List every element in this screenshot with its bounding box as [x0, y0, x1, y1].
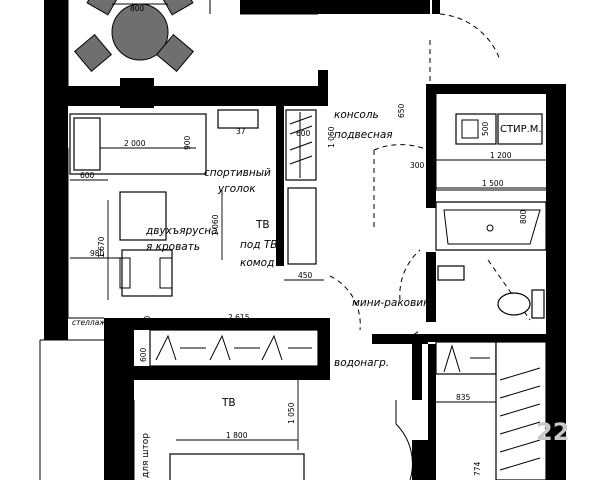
- dim-1050: 1 050: [287, 402, 296, 424]
- wall-living-top-left: [44, 86, 120, 106]
- chair-2: [155, 33, 195, 73]
- washer-label-box: [497, 113, 543, 145]
- dim-600a: 600: [296, 129, 311, 138]
- bedroom-lower: 1 050 1 800: [169, 380, 305, 480]
- watermark: 22: [536, 418, 569, 446]
- bed-lower: [169, 453, 305, 480]
- dim-450: 450: [298, 271, 313, 280]
- doors: [329, 13, 531, 480]
- dim-1060b: 1 060: [327, 126, 336, 148]
- walls: [44, 0, 566, 480]
- chair-1: [73, 33, 113, 73]
- label-sport-2: уголок: [217, 183, 256, 195]
- label-console-2: подвесная: [334, 129, 393, 141]
- label-sport: спортивный: [204, 167, 271, 179]
- label-tv-2: ТВ: [221, 397, 236, 409]
- washer-label: СТИР.М.: [500, 124, 542, 135]
- chair-4: [162, 0, 194, 16]
- toilet-bowl: [497, 292, 531, 316]
- washer: [455, 113, 497, 145]
- label-heater: водонагр.: [334, 357, 389, 369]
- bed: 2 000 900 37: [69, 109, 259, 175]
- wall-hall-bottom: [372, 334, 428, 344]
- wall-bath-left: [426, 252, 436, 322]
- dim-800b: 800: [519, 209, 528, 224]
- chair-top: [119, 191, 167, 241]
- closet-top-box: [285, 109, 317, 181]
- tv-dresser: [287, 187, 317, 265]
- dim-300: 300: [410, 161, 425, 170]
- dim-2000: 2 000: [124, 139, 146, 148]
- labels: консоль подвесная спортивный уголок двух…: [72, 109, 436, 478]
- dim-2615: 2 615: [228, 313, 250, 322]
- wall-right-room-left: [426, 88, 436, 208]
- wall-middle-right: [318, 318, 330, 380]
- bathtub: [435, 201, 547, 251]
- dim-774: 774: [473, 461, 482, 476]
- wall-top-right-cap: [432, 0, 440, 14]
- label-tv-under: под ТВ -: [240, 239, 285, 251]
- mini-sink: [437, 265, 465, 281]
- kids-area: 1 670 600 980 1 060 450: [70, 171, 324, 300]
- wall-top-right-stub: [240, 0, 430, 14]
- dim-800: 800: [130, 4, 145, 13]
- label-dresser: комод: [240, 257, 274, 269]
- dim-1500: 1 500: [482, 179, 504, 188]
- label-shelf: стеллаж для книг: [72, 318, 144, 327]
- wall-right-room-top: [426, 84, 556, 94]
- dim-1060: 1 060: [211, 214, 220, 236]
- nightstand: [217, 109, 259, 129]
- wall-closet2-left: [428, 344, 436, 480]
- label-curtains: для штор: [141, 433, 151, 478]
- dim-600b: 600: [80, 171, 95, 180]
- dim-1670: 1 670: [97, 236, 106, 258]
- dim-37: 37: [236, 127, 246, 136]
- dim-1800: 1 800: [226, 431, 248, 440]
- outlines: [39, 0, 546, 480]
- wall-living-top-right: [154, 86, 320, 106]
- wall-right-outer: [546, 84, 566, 374]
- dim-500: 500: [481, 121, 490, 136]
- wall-closet-left: [276, 106, 284, 266]
- wall-middle-horizontal: [104, 318, 330, 330]
- wall-door-post: [412, 440, 428, 480]
- dim-900: 900: [183, 135, 192, 150]
- label-bunk: двухъярусна: [145, 225, 218, 237]
- closet-right-tall: [495, 341, 547, 480]
- label-bunk-2: я кровать: [146, 241, 200, 253]
- wall-left-lower: [104, 378, 134, 480]
- wall-left-outer: [44, 88, 68, 340]
- dim-600c: 600: [139, 347, 148, 362]
- toilet-tank: [531, 289, 545, 319]
- label-tv-1: ТВ: [255, 219, 270, 231]
- bathroom: СТИР.М. 500 1 200 1 500 300 650 800: [397, 103, 547, 319]
- wall-closet2-top: [428, 334, 548, 342]
- wall-living-top-mid: [120, 78, 154, 108]
- bed-pillow: [73, 117, 101, 171]
- wall-left-top: [44, 0, 68, 88]
- wardrobe-bottom: 2 615 330 600: [139, 313, 319, 367]
- dim-650: 650: [397, 103, 406, 118]
- chair-3: [86, 0, 118, 16]
- dim-835: 835: [456, 393, 471, 402]
- label-sink: мини-раковина: [352, 297, 436, 309]
- closet-right: 835 774 22: [435, 341, 569, 480]
- wall-bedroom-bottom: [104, 366, 330, 380]
- label-console: консоль: [334, 109, 379, 121]
- dim-330: 330: [143, 315, 152, 330]
- wall-right-outer-lower: [546, 374, 566, 480]
- dim-1200: 1 200: [490, 151, 512, 160]
- dining-set: 800: [73, 0, 195, 73]
- closet-top: 600 1 060: [285, 109, 336, 181]
- wall-center-post: [318, 70, 328, 106]
- dim-980: 980: [90, 249, 105, 258]
- wall-hall-left-lower: [412, 344, 422, 400]
